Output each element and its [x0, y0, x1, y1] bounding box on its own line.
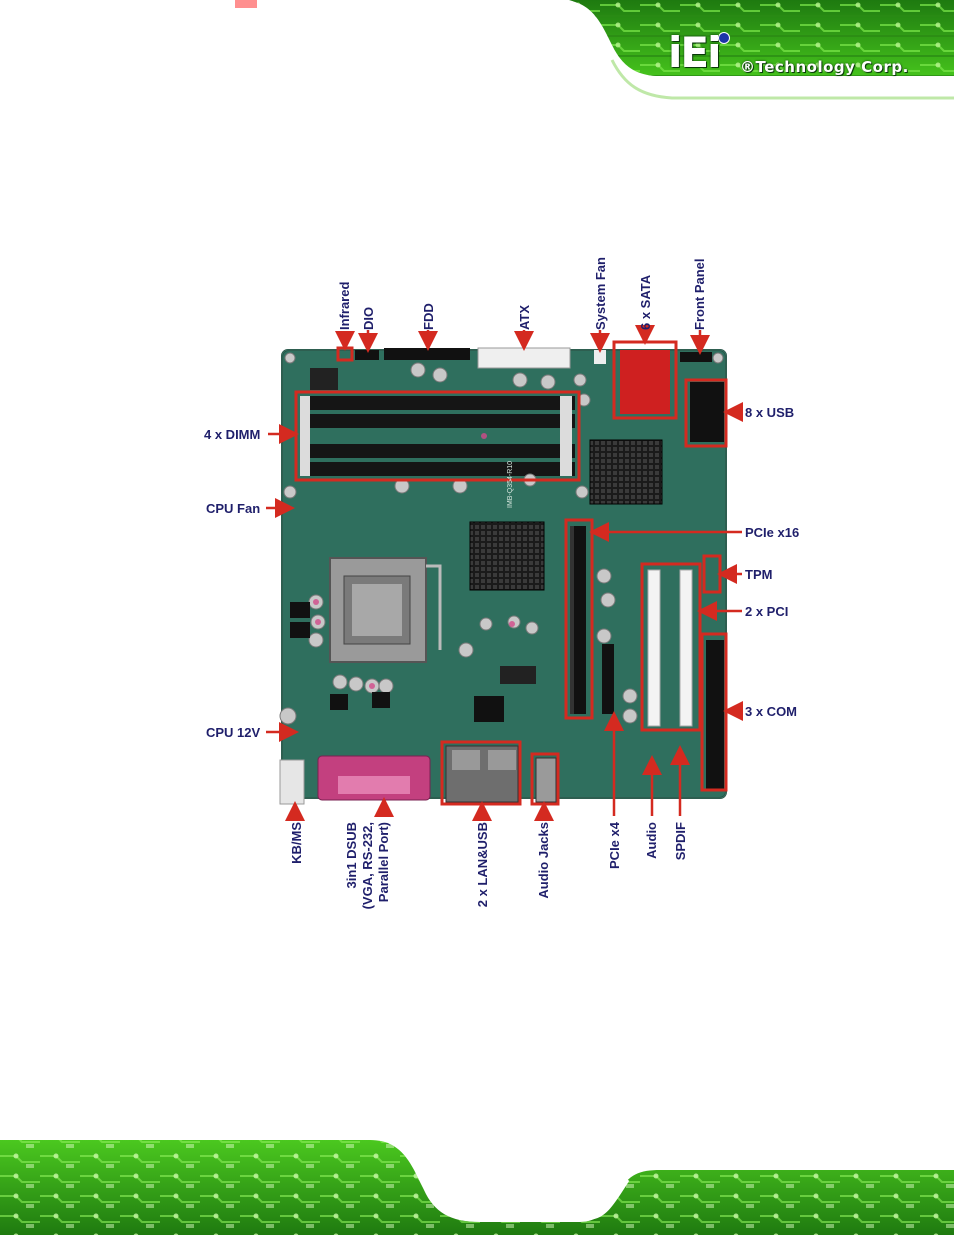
label-pcie-x4: PCIe x4: [607, 821, 622, 869]
company-name: ®Technology Corp.: [740, 58, 909, 76]
label-pcie-x16: PCIe x16: [745, 525, 799, 540]
label-kbms: KB/MS: [289, 822, 304, 864]
dsub-connector: [317, 755, 431, 801]
northbridge-heatsink: [589, 439, 663, 505]
audio-jacks-port: [535, 757, 557, 803]
iei-logo: iEi ®Technology Corp.: [668, 28, 928, 80]
header-pcb-banner: iEi ®Technology Corp.: [0, 0, 954, 112]
label-dimm: 4 x DIMM: [204, 427, 260, 442]
label-infrared: Infrared: [337, 282, 352, 330]
label-cpu-12v: CPU 12V: [206, 725, 261, 740]
label-dsub-2: (VGA, RS-232,: [360, 822, 375, 909]
label-fdd: FDD: [421, 303, 436, 330]
logo-dot-icon: [718, 32, 730, 44]
label-atx: ATX: [517, 305, 532, 330]
label-spdif: SPDIF: [673, 822, 688, 860]
pci-callout-box: [640, 562, 702, 732]
pcie16-callout-box: [564, 518, 594, 720]
motherboard-layout-diagram: Infrared DIO FDD ATX System Fan 6 x SATA…: [0, 230, 954, 930]
label-dsub-1: 3in1 DSUB: [344, 822, 359, 888]
label-sata: 6 x SATA: [638, 274, 653, 330]
label-dio: DIO: [361, 307, 376, 330]
label-com: 3 x COM: [745, 704, 797, 719]
label-system-fan: System Fan: [593, 257, 608, 330]
label-audio-jacks: Audio Jacks: [536, 822, 551, 899]
southbridge-heatsink: [469, 521, 545, 591]
label-tpm: TPM: [745, 567, 772, 582]
label-pci: 2 x PCI: [745, 604, 788, 619]
logo-mark: iEi: [668, 28, 722, 77]
label-audio: Audio: [644, 822, 659, 859]
label-cpu-fan: CPU Fan: [206, 501, 260, 516]
footer-pcb-banner: [0, 1128, 954, 1235]
cpu-socket: [329, 557, 442, 663]
board-silkscreen: IMB-Q354-R10: [507, 461, 514, 508]
label-lan-usb: 2 x LAN&USB: [475, 822, 490, 907]
dimm-slots: [300, 396, 575, 476]
label-front-panel: Front Panel: [692, 258, 707, 330]
kbms-port: [279, 759, 305, 805]
label-usb: 8 x USB: [745, 405, 794, 420]
label-dsub-3: Parallel Port): [376, 822, 391, 902]
